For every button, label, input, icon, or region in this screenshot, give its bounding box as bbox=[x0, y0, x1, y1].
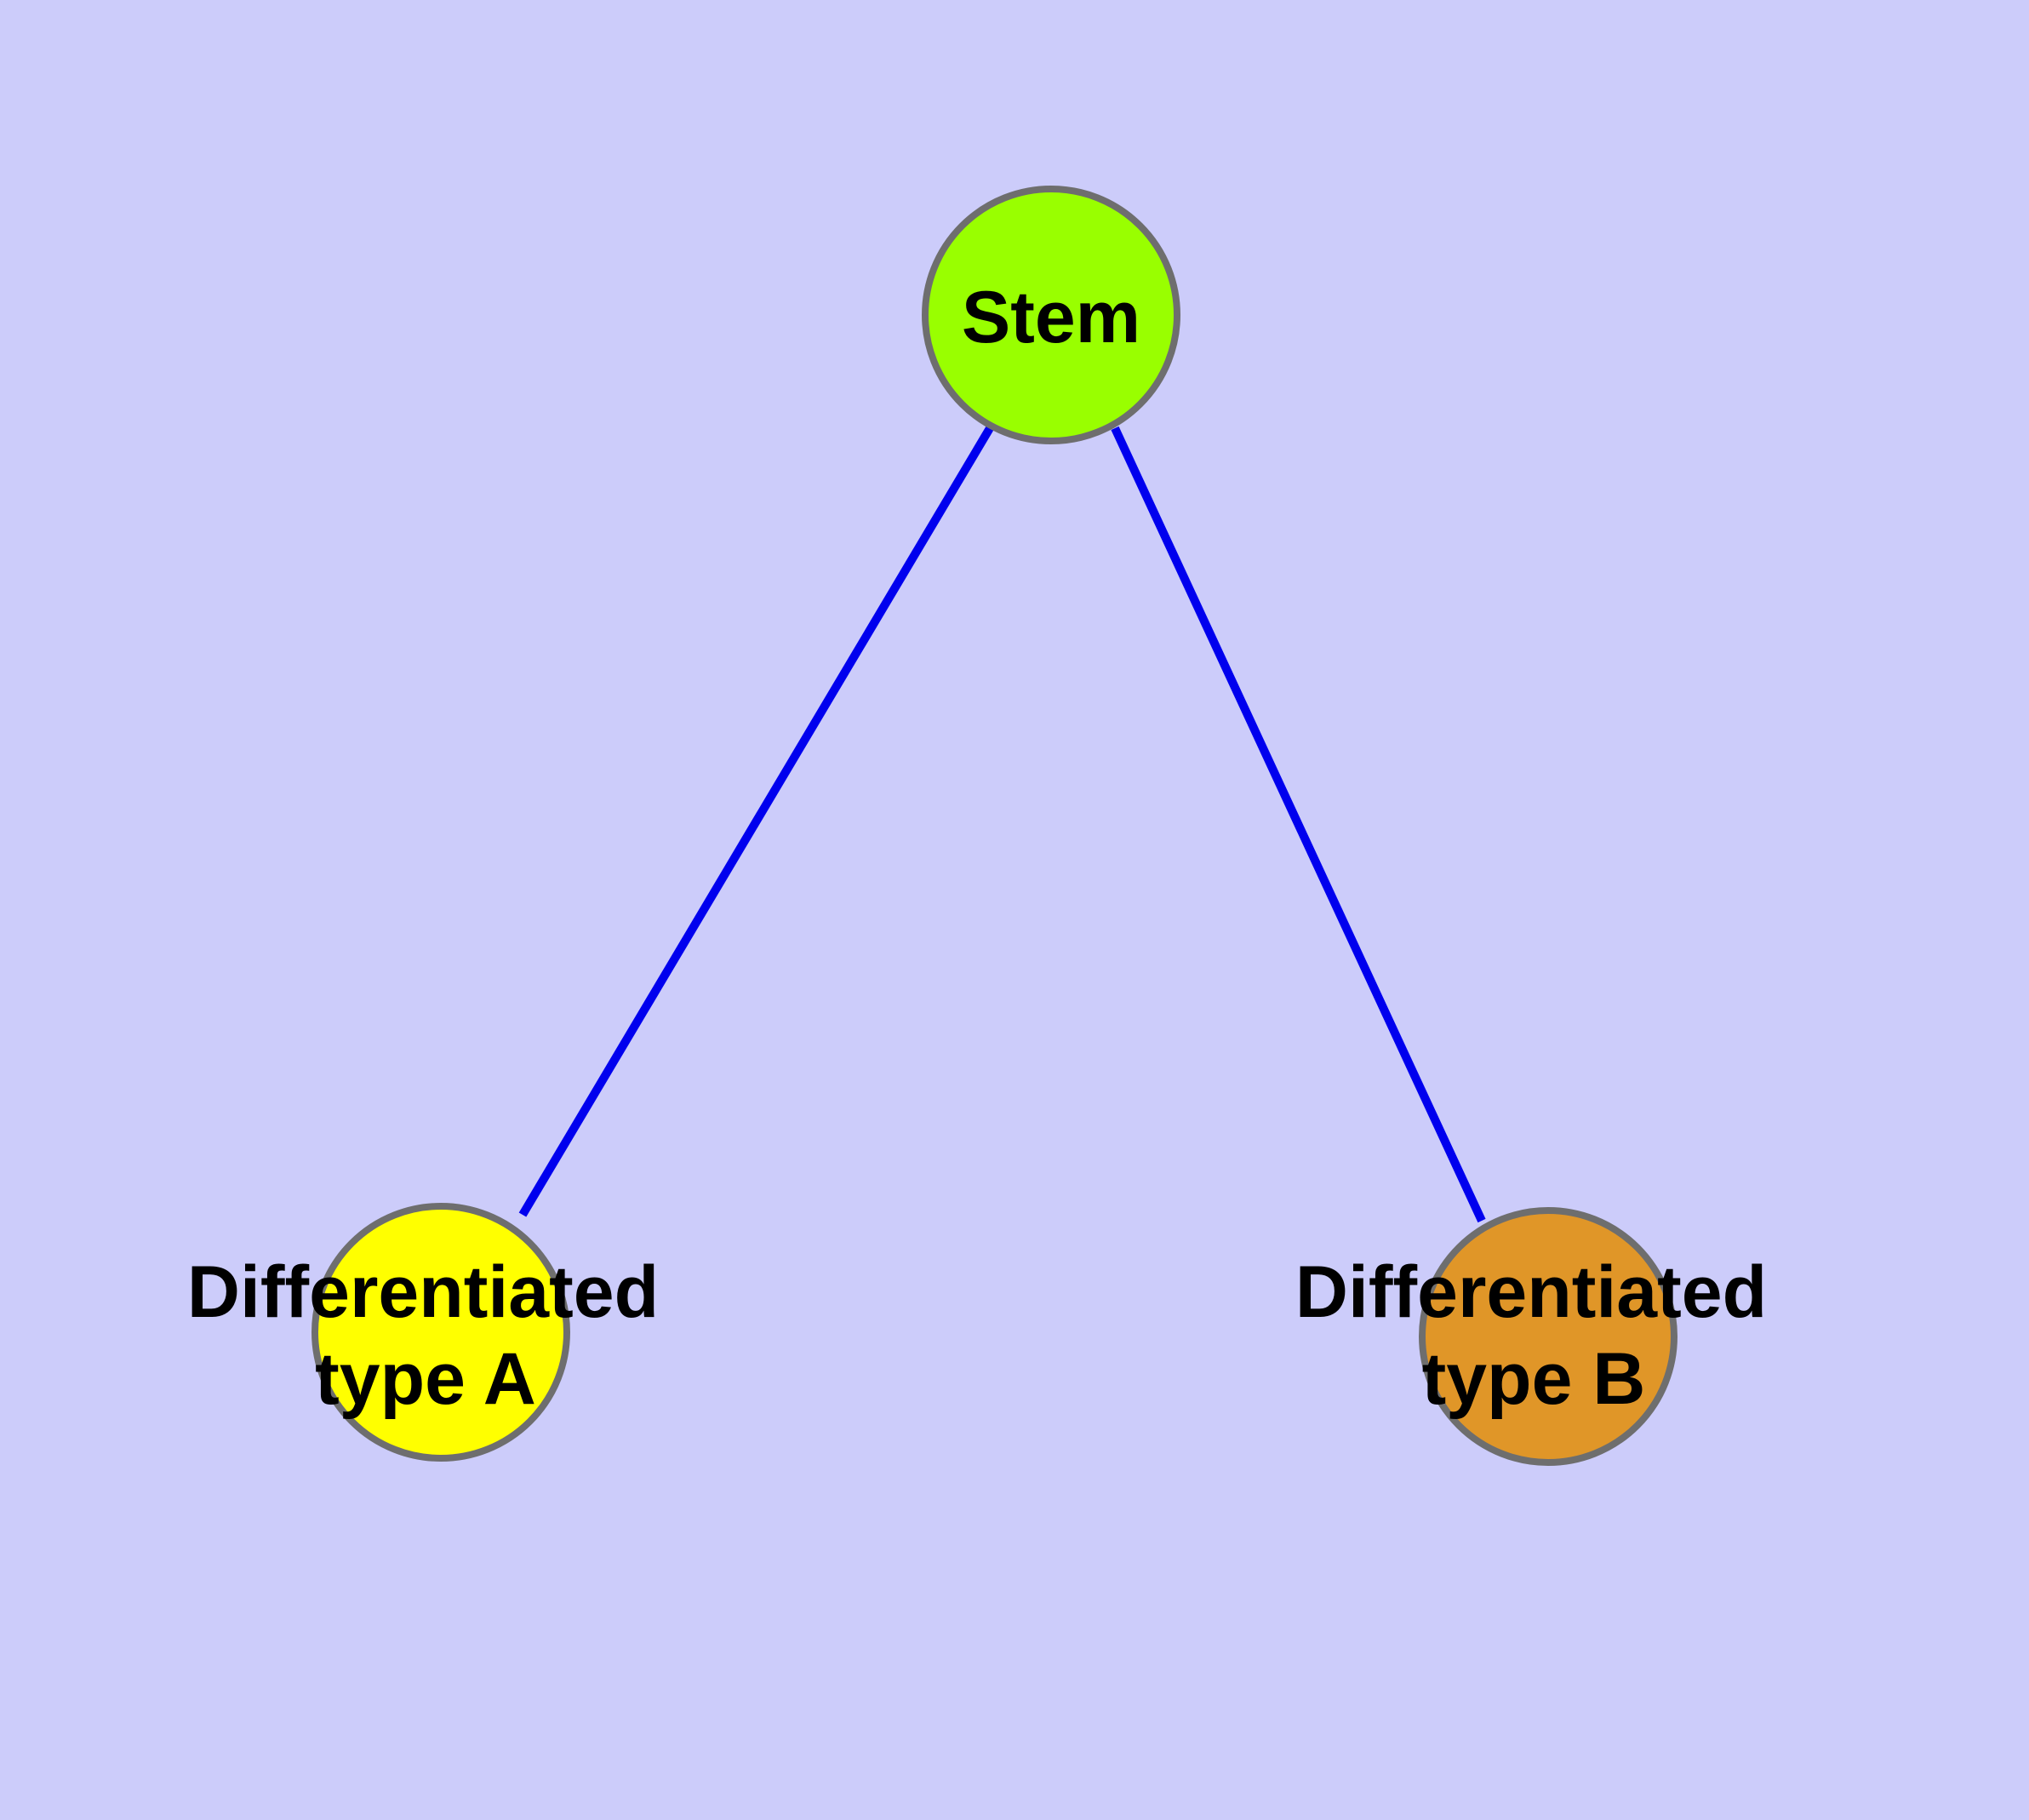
node-layer bbox=[311, 186, 1677, 1466]
node-differentiated-type-b[interactable] bbox=[1419, 1207, 1677, 1466]
label-layer: Stem Differentiated type A Differentiate… bbox=[187, 277, 1767, 1420]
node-differentiated-type-a-label-line-1: Differentiated bbox=[187, 1251, 659, 1333]
node-stem-label-line-1: Stem bbox=[962, 277, 1140, 358]
node-stem[interactable] bbox=[922, 186, 1180, 444]
node-differentiated-type-b-label-line-2: type B bbox=[1422, 1338, 1646, 1420]
node-differentiated-type-a[interactable] bbox=[311, 1203, 570, 1462]
node-differentiated-type-b-label-line-1: Differentiated bbox=[1295, 1251, 1767, 1333]
node-differentiated-type-a-label-line-2: type A bbox=[315, 1338, 536, 1420]
node-stem-circle[interactable] bbox=[922, 186, 1180, 444]
edge-stem-to-differentiated-type-a[interactable] bbox=[518, 426, 994, 1217]
node-differentiated-type-b-circle[interactable] bbox=[1419, 1207, 1677, 1466]
edge-layer bbox=[518, 426, 1486, 1223]
edge-stem-to-differentiated-type-b[interactable] bbox=[1111, 426, 1486, 1223]
node-differentiated-type-a-circle[interactable] bbox=[311, 1203, 570, 1462]
